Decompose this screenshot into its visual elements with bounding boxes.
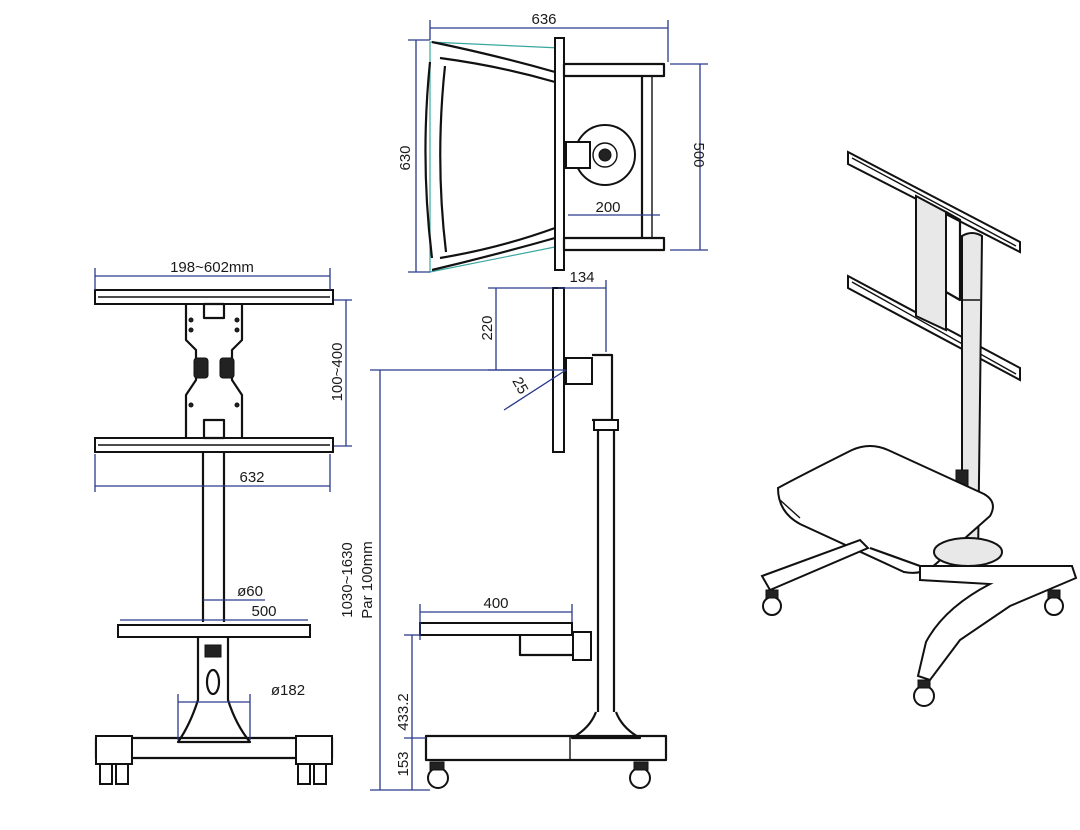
dim-top-depth-right: 500 bbox=[690, 142, 707, 167]
dim-pole-diameter: ø60 bbox=[237, 583, 263, 600]
front-view bbox=[94, 268, 352, 785]
dim-height-step: Par 100mm bbox=[359, 541, 376, 619]
dim-side-shelf-depth: 400 bbox=[483, 595, 508, 612]
dim-side-offset: 134 bbox=[569, 269, 594, 286]
dim-front-vesa-width: 198~602mm bbox=[170, 259, 254, 276]
dim-front-frame-width: 632 bbox=[239, 469, 264, 486]
top-view bbox=[408, 20, 708, 273]
dim-top-width: 636 bbox=[531, 11, 556, 28]
dim-base-height: 153 bbox=[395, 751, 412, 776]
dim-side-tilt-angle: 25 bbox=[508, 374, 531, 397]
dim-shelf-height: 433.2 bbox=[395, 693, 412, 731]
dim-side-tilt-height: 220 bbox=[479, 315, 496, 340]
dim-front-vesa-height: 100~400 bbox=[329, 343, 346, 402]
dim-top-inner: 200 bbox=[595, 199, 620, 216]
side-view bbox=[370, 280, 668, 791]
isometric-view bbox=[760, 150, 1078, 707]
dim-top-depth-left: 630 bbox=[397, 145, 414, 170]
dim-height-range: 1030~1630 bbox=[339, 542, 356, 618]
dim-shelf-width: 500 bbox=[251, 603, 276, 620]
dim-base-diameter: ø182 bbox=[271, 682, 305, 699]
